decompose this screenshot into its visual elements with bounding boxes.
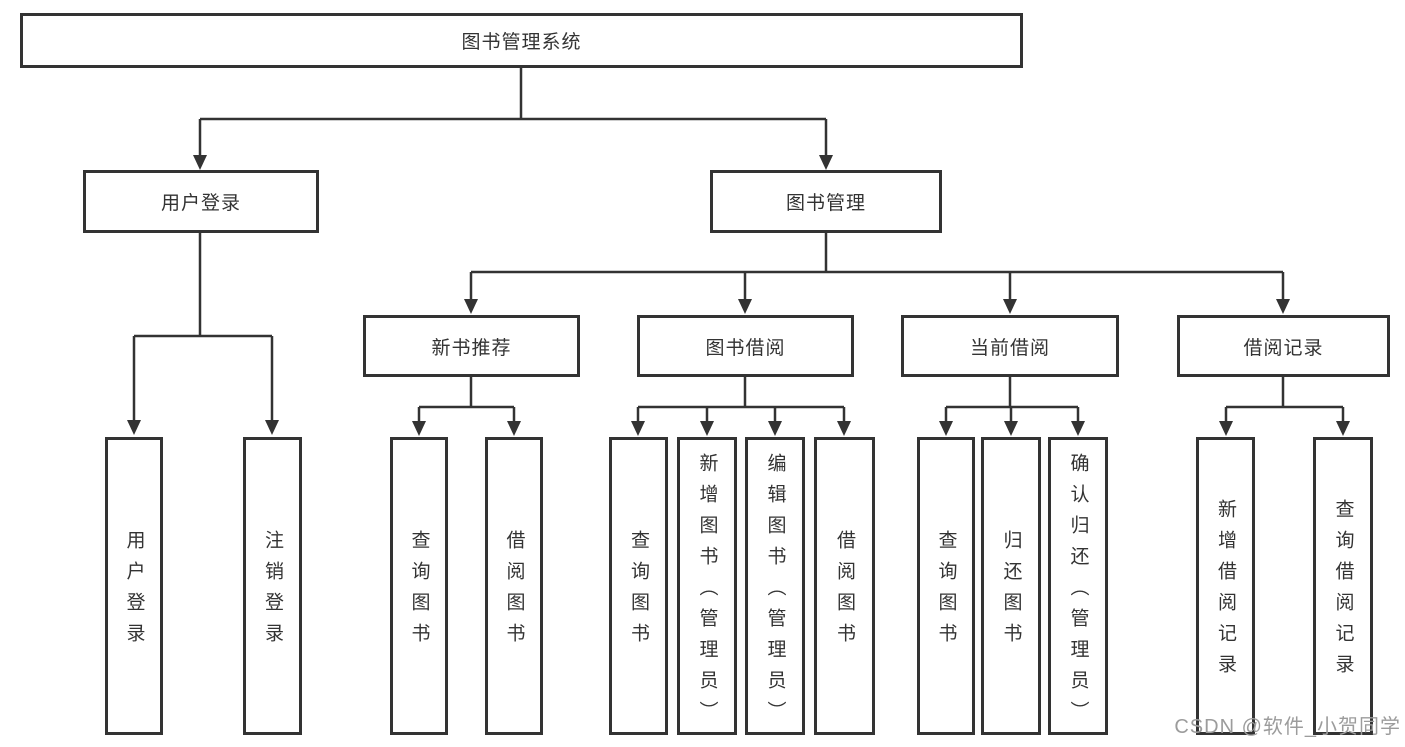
- arrowhead-icons: [127, 155, 1350, 436]
- leaf-label: 编辑图书（管理员）: [764, 452, 786, 732]
- leaf-add-borrow-record: 新增借阅记录: [1196, 437, 1255, 735]
- node-current-borrow: 当前借阅: [901, 315, 1119, 377]
- leaf-borrow-books-recommend: 借阅图书: [485, 437, 543, 735]
- leaf-query-borrow-record: 查询借阅记录: [1313, 437, 1373, 735]
- node-borrow-record: 借阅记录: [1177, 315, 1390, 377]
- leaf-query-books-current: 查询图书: [917, 437, 975, 735]
- leaf-label: 查询图书: [408, 530, 430, 654]
- leaf-label: 借阅图书: [834, 530, 855, 654]
- leaf-logout: 注销登录: [243, 437, 302, 735]
- leaf-label: 注销登录: [262, 530, 283, 654]
- leaf-label: 确认归还（管理员）: [1067, 452, 1089, 732]
- node-book-management-branch: 图书管理: [710, 170, 942, 233]
- node-new-book-recommend: 新书推荐: [363, 315, 580, 377]
- leaf-query-books-recommend: 查询图书: [390, 437, 448, 735]
- leaf-label: 借阅图书: [503, 530, 525, 654]
- node-root-system: 图书管理系统: [20, 13, 1023, 68]
- leaf-label: 新增图书（管理员）: [696, 452, 718, 732]
- watermark: CSDN @软件_小贺同学: [1174, 716, 1401, 738]
- leaf-query-books-borrow: 查询图书: [609, 437, 668, 735]
- leaf-edit-books-admin: 编辑图书（管理员）: [745, 437, 805, 735]
- leaf-user-login: 用户登录: [105, 437, 163, 735]
- node-book-borrow: 图书借阅: [637, 315, 854, 377]
- node-user-login-branch: 用户登录: [83, 170, 319, 233]
- leaf-add-books-admin: 新增图书（管理员）: [677, 437, 737, 735]
- leaf-return-books: 归还图书: [981, 437, 1041, 735]
- leaf-label: 归还图书: [1000, 530, 1022, 654]
- leaf-label: 新增借阅记录: [1215, 499, 1236, 685]
- leaf-confirm-return-admin: 确认归还（管理员）: [1048, 437, 1108, 735]
- leaf-label: 用户登录: [123, 530, 145, 654]
- leaf-label: 查询图书: [935, 530, 957, 654]
- leaf-label: 查询借阅记录: [1332, 499, 1354, 685]
- leaf-label: 查询图书: [628, 530, 649, 654]
- leaf-borrow-books: 借阅图书: [814, 437, 875, 735]
